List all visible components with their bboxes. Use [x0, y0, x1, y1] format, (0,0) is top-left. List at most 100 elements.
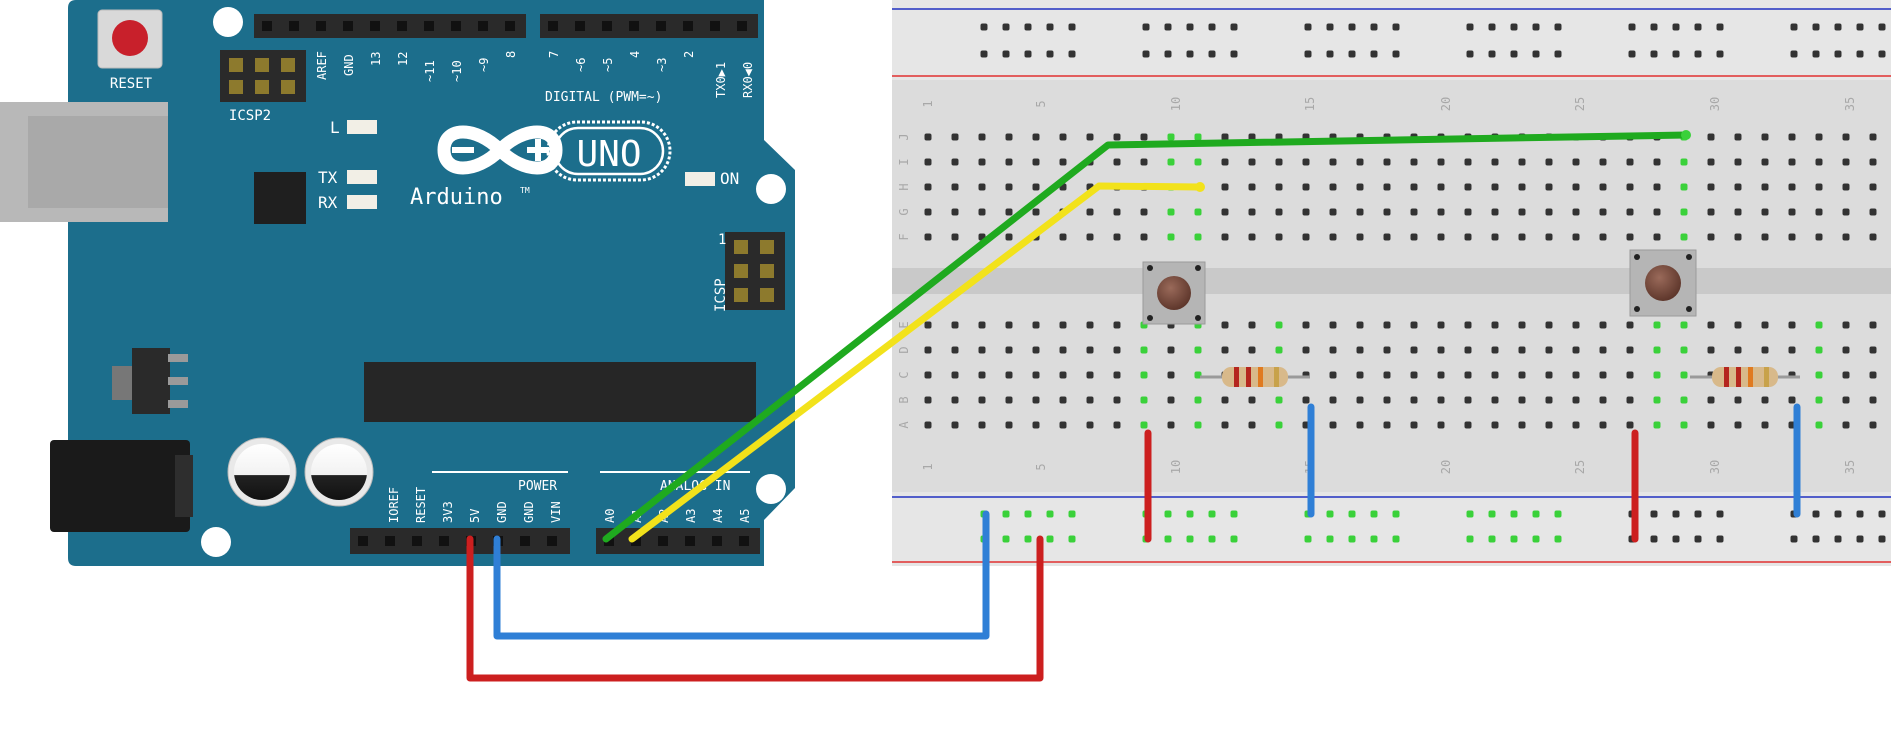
- breadboard-hole: [1734, 346, 1742, 354]
- pushbutton-1-cap[interactable]: [1157, 276, 1191, 310]
- breadboard-hole: [1815, 158, 1823, 166]
- pin-label: 12: [396, 52, 410, 66]
- breadboard-hole: [924, 133, 932, 141]
- pushbutton-1[interactable]: [1142, 261, 1206, 325]
- breadboard-hole: [1532, 50, 1540, 58]
- breadboard-hole: [1356, 183, 1364, 191]
- column-number: 5: [1034, 463, 1048, 470]
- breadboard-hole: [1532, 23, 1540, 31]
- breadboard-hole: [1707, 158, 1715, 166]
- breadboard-hole: [1167, 233, 1175, 241]
- breadboard-hole: [1164, 535, 1172, 543]
- breadboard-hole: [1194, 208, 1202, 216]
- breadboard-hole: [1275, 321, 1283, 329]
- icsp2-label: ICSP2: [229, 108, 271, 124]
- reset-button[interactable]: [97, 9, 163, 69]
- breadboard-hole: [1834, 535, 1842, 543]
- header-pin: [656, 21, 666, 31]
- breadboard-hole: [1834, 510, 1842, 518]
- breadboard-hole: [978, 371, 986, 379]
- breadboard-hole: [1059, 233, 1067, 241]
- breadboard-hole: [1208, 23, 1216, 31]
- pushbutton-2[interactable]: [1629, 249, 1697, 317]
- pin-label: 7: [547, 51, 561, 58]
- row-label: A: [897, 421, 911, 429]
- row-label: F: [897, 233, 911, 240]
- voltage-regulator: [112, 348, 188, 414]
- breadboard-hole: [1815, 421, 1823, 429]
- breadboard-hole: [1370, 50, 1378, 58]
- breadboard-hole: [1032, 396, 1040, 404]
- breadboard-hole: [1812, 50, 1820, 58]
- breadboard-holes: [924, 23, 1886, 543]
- power-pin-labels: IOREF RESET 3V3 5V GND GND VIN: [387, 487, 563, 523]
- breadboard-hole: [1248, 346, 1256, 354]
- breadboard-hole: [1437, 183, 1445, 191]
- reset-button-cap[interactable]: [112, 20, 148, 56]
- breadboard-hole: [1842, 183, 1850, 191]
- bottom-header-pins: [358, 536, 749, 546]
- breadboard-hole: [1464, 233, 1472, 241]
- breadboard-hole: [1086, 321, 1094, 329]
- breadboard-hole: [1626, 371, 1634, 379]
- pin-label: ~5: [601, 58, 615, 72]
- breadboard-hole: [951, 321, 959, 329]
- power-jack-inner: [175, 455, 193, 517]
- breadboard-hole: [978, 346, 986, 354]
- breadboard-hole: [1113, 208, 1121, 216]
- breadboard-hole: [1518, 346, 1526, 354]
- breadboard-hole: [1626, 158, 1634, 166]
- header-pin: [439, 536, 449, 546]
- breadboard-hole: [1626, 208, 1634, 216]
- breadboard-hole: [1326, 510, 1334, 518]
- breadboard-hole: [1005, 133, 1013, 141]
- breadboard-hole: [1734, 421, 1742, 429]
- breadboard-hole: [1356, 208, 1364, 216]
- breadboard-hole: [1842, 346, 1850, 354]
- breadboard-hole: [1356, 321, 1364, 329]
- breadboard-hole: [1326, 535, 1334, 543]
- breadboard-hole: [1707, 396, 1715, 404]
- breadboard-hole: [978, 183, 986, 191]
- header-pin: [710, 21, 720, 31]
- breadboard-hole: [1815, 371, 1823, 379]
- column-number: 15: [1303, 97, 1317, 111]
- breadboard-hole: [1437, 233, 1445, 241]
- breadboard-hole: [1005, 158, 1013, 166]
- breadboard-hole: [1599, 421, 1607, 429]
- breadboard-hole: [1437, 421, 1445, 429]
- digital-label: DIGITAL (PWM=~): [545, 90, 662, 105]
- breadboard-hole: [1194, 346, 1202, 354]
- breadboard-hole: [1653, 183, 1661, 191]
- pin-label: A0: [603, 509, 617, 523]
- breadboard-hole: [1856, 23, 1864, 31]
- breadboard-hole: [1140, 346, 1148, 354]
- row-label: C: [897, 371, 911, 378]
- breadboard-hole: [1383, 233, 1391, 241]
- breadboard-hole: [1186, 50, 1194, 58]
- board-outline: [68, 0, 795, 566]
- breadboard-hole: [1788, 183, 1796, 191]
- breadboard-hole: [1680, 233, 1688, 241]
- breadboard-hole: [1878, 50, 1886, 58]
- breadboard-hole: [1680, 321, 1688, 329]
- breadboard-hole: [1788, 233, 1796, 241]
- digital-header-right: [540, 14, 758, 38]
- breadboard-hole: [1734, 208, 1742, 216]
- breadboard-hole: [1002, 50, 1010, 58]
- breadboard-hole: [1842, 421, 1850, 429]
- breadboard-hole: [1488, 535, 1496, 543]
- breadboard-hole: [1815, 208, 1823, 216]
- breadboard-hole: [1230, 510, 1238, 518]
- breadboard-hole: [1716, 23, 1724, 31]
- breadboard-hole: [1167, 158, 1175, 166]
- breadboard-hole: [1572, 321, 1580, 329]
- breadboard-hole: [1466, 23, 1474, 31]
- breadboard-hole: [1005, 346, 1013, 354]
- pushbutton-2-cap[interactable]: [1645, 265, 1681, 301]
- header-pin: [262, 21, 272, 31]
- breadboard-hole: [1208, 50, 1216, 58]
- breadboard-hole: [1167, 371, 1175, 379]
- wire-end: [1681, 130, 1691, 140]
